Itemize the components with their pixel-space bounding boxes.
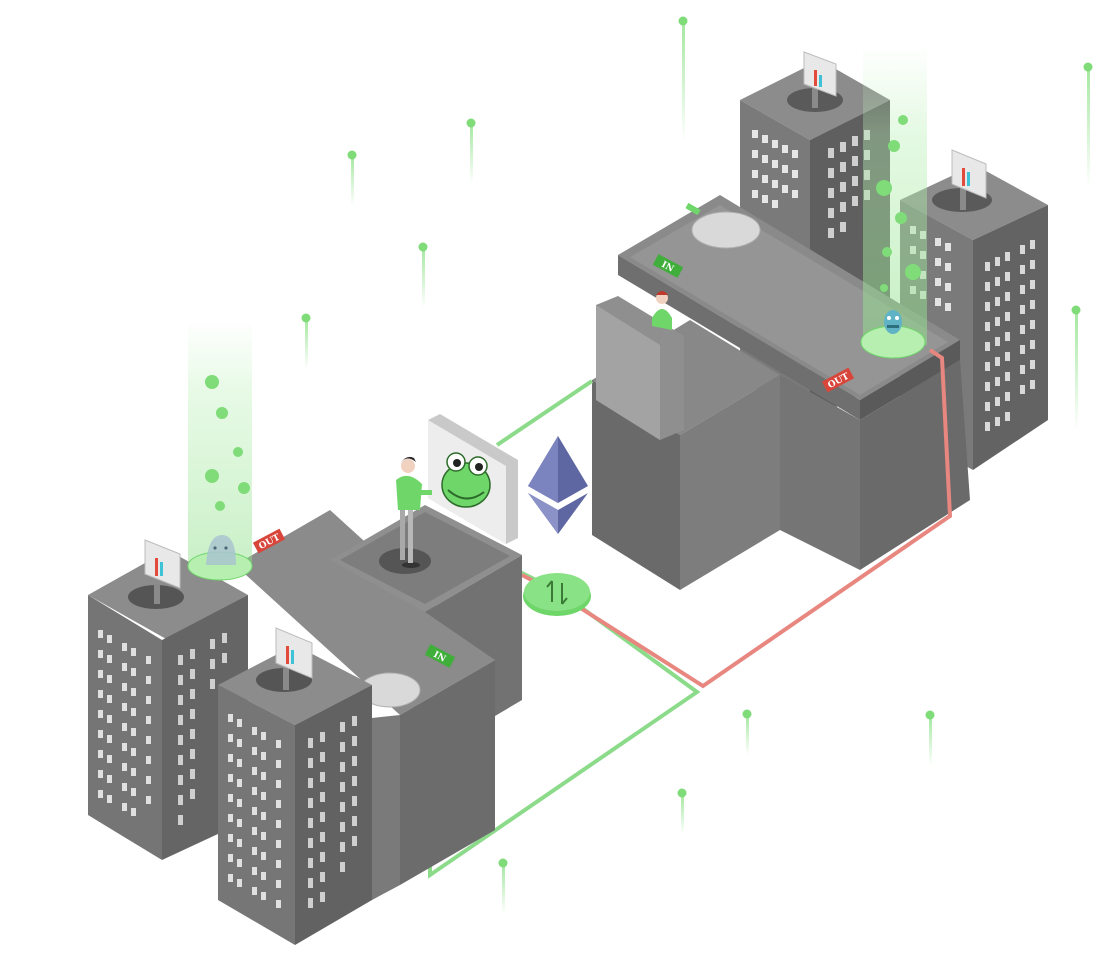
person-icon xyxy=(652,291,672,330)
particle xyxy=(1071,305,1081,431)
hologram-beam xyxy=(860,45,927,359)
hologram-beam xyxy=(187,320,253,581)
frog-billboard xyxy=(428,414,518,544)
ghost-character-icon xyxy=(206,535,236,565)
particle xyxy=(466,118,476,184)
left-tall-tower xyxy=(88,539,248,860)
particle xyxy=(1083,62,1093,188)
swap-arrows-icon xyxy=(546,580,568,605)
particle xyxy=(742,709,752,755)
left-front-tower xyxy=(218,627,372,945)
ethereum-icon xyxy=(528,436,588,534)
frog-mascot-icon xyxy=(441,452,491,508)
service-booth xyxy=(596,291,684,440)
particle xyxy=(347,150,357,206)
monitor-icon xyxy=(144,539,181,604)
green-pipe xyxy=(495,379,594,447)
particle xyxy=(418,242,428,308)
particle xyxy=(678,16,688,142)
particle xyxy=(498,858,508,914)
left-building-block: IN OUT xyxy=(88,320,522,945)
particle xyxy=(925,710,935,766)
monitor-icon xyxy=(275,627,313,690)
falling-particles xyxy=(301,16,1093,914)
right-building-block: IN OUT xyxy=(592,45,1048,590)
particle xyxy=(677,788,687,834)
monitor-icon xyxy=(803,51,837,108)
monster-character-icon xyxy=(884,310,902,334)
person-icon xyxy=(396,456,432,568)
monitor-icon xyxy=(951,149,987,210)
swap-button[interactable] xyxy=(523,573,591,616)
particle xyxy=(301,313,311,369)
